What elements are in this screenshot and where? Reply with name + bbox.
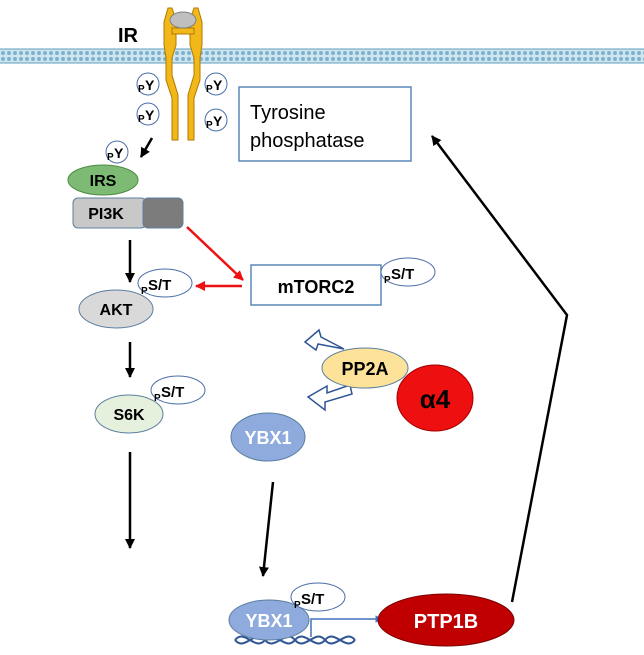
open-arrow-pp2a-to-mtorc2 (303, 328, 345, 352)
svg-text:S/T: S/T (161, 384, 184, 401)
svg-text:S6K: S6K (113, 407, 145, 424)
svg-text:S/T: S/T (301, 591, 324, 608)
arrow-ptp1b-to-tyrosine-phosphatase (431, 135, 569, 603)
svg-text:α4: α4 (420, 384, 451, 414)
svg-text:PI3K: PI3K (88, 206, 124, 223)
svg-text:S/T: S/T (148, 277, 171, 294)
open-arrow-pp2a-to-ybx1 (306, 384, 353, 412)
irs-node: IRS (67, 164, 139, 196)
receptor-label: IR (118, 25, 139, 47)
phospho-serine-threonine-badge: P S/T (137, 268, 193, 298)
phospho-tyrosine-badge: P Y (204, 72, 228, 96)
tyrosine-phosphatase-label-line2: phosphatase (250, 130, 365, 152)
arrow-transcription-to-ptp1b (310, 615, 383, 637)
phospho-tyrosine-badge: P Y (204, 108, 228, 132)
mtorc2-box: mTORC2 (250, 264, 382, 306)
svg-text:mTORC2: mTORC2 (278, 277, 355, 297)
phospho-serine-threonine-badge: P S/T (290, 582, 346, 612)
svg-text:Y: Y (213, 113, 223, 129)
svg-text:P: P (294, 600, 301, 611)
akt-node: AKT (78, 289, 154, 329)
phospho-tyrosine-badge: P Y (136, 72, 160, 96)
svg-text:P: P (384, 275, 391, 286)
svg-text:P: P (107, 152, 114, 163)
phospho-tyrosine-badge: P Y (136, 102, 160, 126)
phospho-serine-threonine-badge: P S/T (380, 257, 436, 287)
svg-text:P: P (154, 393, 161, 404)
svg-text:Y: Y (114, 145, 124, 161)
svg-text:Y: Y (145, 77, 155, 93)
alpha4-node: α4 (396, 364, 474, 432)
svg-text:Y: Y (145, 107, 155, 123)
ptp1b-node: PTP1B (377, 593, 515, 647)
svg-text:AKT: AKT (100, 302, 133, 319)
ybx1-nucleus-node: YBX1 (228, 599, 310, 641)
svg-text:PP2A: PP2A (341, 359, 388, 379)
svg-text:P: P (141, 286, 148, 297)
pp2a-node: PP2A (321, 347, 409, 389)
ybx1-cytoplasm-node: YBX1 (230, 412, 306, 462)
svg-text:P: P (206, 84, 213, 95)
s6k-node: S6K (94, 394, 164, 434)
svg-text:S/T: S/T (391, 266, 414, 283)
phospho-tyrosine-badge: P Y (105, 140, 129, 164)
svg-text:Y: Y (213, 77, 223, 93)
tyrosine-phosphatase-box: Tyrosine phosphatase (238, 86, 412, 162)
svg-text:PTP1B: PTP1B (414, 611, 478, 633)
svg-text:YBX1: YBX1 (245, 611, 292, 631)
arrow-ybx1-to-nucleus (258, 481, 275, 577)
tyrosine-phosphatase-label-line1: Tyrosine (250, 102, 326, 124)
svg-text:YBX1: YBX1 (244, 428, 291, 448)
svg-text:P: P (138, 84, 145, 95)
insulin-receptor-shape (163, 7, 203, 141)
pi3k-node: PI3K (72, 197, 184, 229)
arrow-receptor-to-irs (139, 137, 154, 158)
svg-text:P: P (206, 120, 213, 131)
svg-text:IRS: IRS (90, 173, 117, 190)
insulin-ligand (169, 11, 197, 29)
cell-membrane (0, 48, 644, 64)
pi3k-regulatory-domain (142, 197, 184, 229)
phospho-serine-threonine-badge: P S/T (150, 375, 206, 405)
arrow-pi3k-to-mtorc2 (186, 226, 244, 281)
svg-text:P: P (138, 114, 145, 125)
